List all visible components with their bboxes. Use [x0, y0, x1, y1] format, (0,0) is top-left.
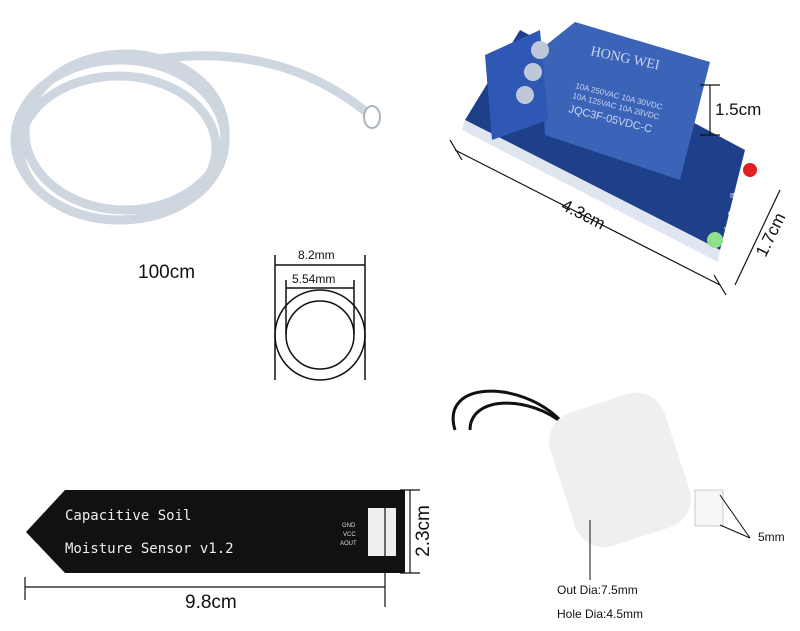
sensor-dimension-lines: [24, 489, 420, 607]
svg-text:GND: GND: [728, 211, 744, 218]
svg-text:Moisture Sensor v1.2: Moisture Sensor v1.2: [65, 541, 234, 557]
pump-hole-dia-label: Hole Dia:4.5mm: [557, 607, 644, 621]
pump-nozzle-label: 5mm: [758, 530, 785, 544]
water-pump: [451, 389, 751, 580]
sensor-length-label: 9.8cm: [185, 592, 237, 613]
relay-dimension-lines: [449, 84, 781, 296]
tube-cross-section: [274, 255, 366, 381]
sensor-width-label: 2.3cm: [412, 505, 434, 557]
tube-inner-diameter-label: 5.54mm: [292, 272, 336, 286]
svg-text:AOUT: AOUT: [340, 541, 357, 547]
svg-text:VCC: VCC: [343, 532, 356, 538]
svg-text:Capacitive Soil: Capacitive Soil: [65, 508, 191, 524]
svg-text:GND: GND: [342, 523, 356, 529]
relay-module: HONG WEI 10A 250VAC 10A 30VDC 10A 125VAC…: [462, 22, 757, 262]
svg-text:IN: IN: [730, 193, 737, 200]
svg-text:VCC: VCC: [724, 227, 739, 234]
tube-coil: [10, 49, 373, 225]
tube-outer-diameter-label: 8.2mm: [298, 248, 335, 262]
soil-sensor: Capacitive Soil Moisture Sensor v1.2 GND…: [26, 490, 405, 573]
tube-length-label: 100cm: [138, 262, 196, 283]
pump-out-dia-label: Out Dia:7.5mm: [557, 583, 638, 597]
relay-height-label: 1.5cm: [715, 100, 762, 119]
